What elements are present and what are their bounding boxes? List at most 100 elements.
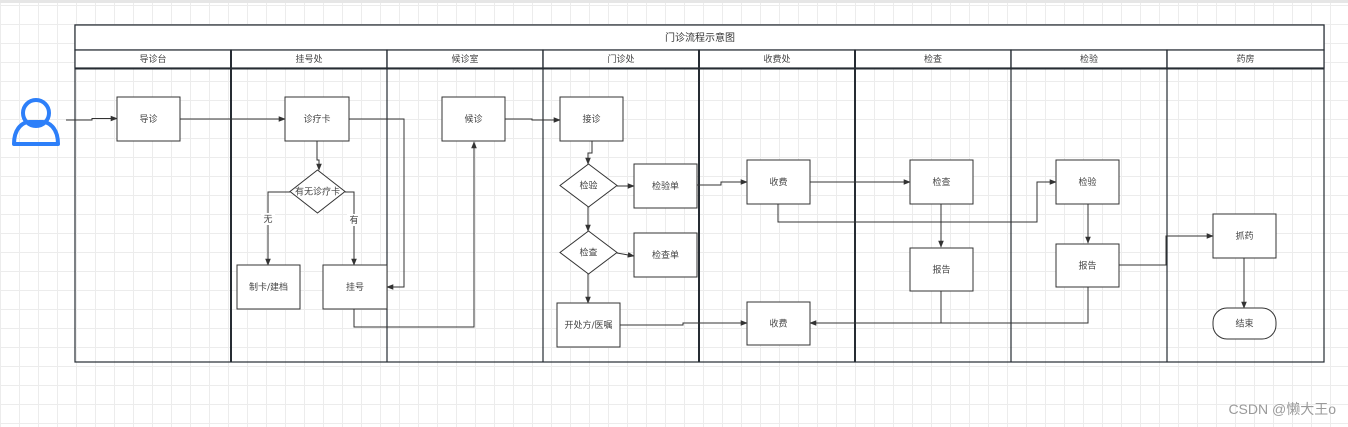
process-shape	[1055, 243, 1120, 288]
lane-register[interactable]: 挂号处	[230, 49, 388, 69]
node-label: 导诊	[139, 113, 157, 125]
node-d-lab[interactable]: 检验	[559, 163, 618, 208]
node-label: 报告	[932, 264, 950, 276]
process-shape	[116, 96, 181, 142]
node-label: 结束	[1235, 318, 1253, 330]
process-shape	[633, 232, 698, 278]
node-exam[interactable]: 检查	[909, 159, 974, 205]
lane-waiting[interactable]: 候诊室	[386, 49, 544, 69]
process-shape	[909, 159, 974, 205]
node-hascard[interactable]: 有无诊疗卡	[289, 169, 346, 214]
node-d-exam[interactable]: 检查	[559, 230, 618, 275]
process-shape	[556, 302, 621, 348]
lane-label: 检查	[924, 53, 942, 65]
node-end[interactable]: 结束	[1212, 307, 1277, 340]
process-shape	[322, 264, 388, 310]
edge-labreport-to-dispense[interactable]	[1119, 233, 1214, 266]
lane-lab[interactable]: 检验	[1010, 49, 1168, 69]
decision-shape	[289, 169, 346, 214]
process-shape	[746, 159, 811, 205]
node-label: 检验	[1078, 176, 1096, 188]
lane-label: 导诊台	[139, 53, 166, 65]
node-rx[interactable]: 开处方/医嘱	[556, 302, 621, 348]
edge-label-bg	[347, 214, 361, 226]
node-label: 报告	[1078, 260, 1096, 272]
node-examreport[interactable]: 报告	[909, 247, 974, 292]
node-labreport[interactable]: 报告	[1055, 243, 1120, 288]
edge-decision-to-makecard[interactable]	[265, 191, 290, 266]
edge-register-to-wait[interactable]	[353, 141, 477, 328]
node-label: 检查	[579, 247, 597, 259]
top-bar	[0, 0, 1348, 3]
edge-card-to-register[interactable]	[349, 118, 405, 290]
node-guide[interactable]: 导诊	[116, 96, 181, 142]
node-label: 检查单	[652, 249, 679, 261]
process-shape	[1212, 213, 1277, 259]
pool-title: 门诊流程示意图	[665, 31, 735, 44]
node-label: 检查	[932, 176, 950, 188]
node-label: 检验单	[652, 180, 679, 192]
watermark: CSDN @懒大王o	[1228, 401, 1336, 417]
lane-label: 候诊室	[451, 53, 478, 65]
pool-title-bar	[74, 24, 1325, 51]
node-label: 抓药	[1235, 230, 1253, 242]
process-shape	[236, 264, 301, 310]
edge-consult-to-dlab[interactable]	[585, 141, 593, 165]
node-label: 制卡/建档	[249, 281, 288, 293]
user-icon[interactable]	[12, 98, 60, 146]
edge-decision-to-register[interactable]	[345, 191, 357, 266]
edges	[66, 115, 1247, 328]
lane-guide[interactable]: 导诊台	[74, 49, 232, 69]
edge-actor-to-guide[interactable]	[66, 115, 118, 122]
lane-label: 药房	[1236, 53, 1254, 65]
swimlane-pool: 门诊流程示意图	[74, 24, 1325, 363]
process-shape	[1055, 159, 1120, 205]
node-consult[interactable]: 接诊	[559, 96, 624, 142]
lane-label: 收费处	[763, 53, 790, 65]
edge-rx-to-pay2[interactable]	[620, 320, 748, 326]
process-shape	[633, 163, 698, 209]
edge-wait-to-consult[interactable]	[505, 117, 561, 123]
swimlanes: 导诊台挂号处候诊室门诊处收费处检查检验药房	[74, 49, 1325, 362]
node-label: 开处方/医嘱	[564, 319, 612, 331]
node-pay2[interactable]: 收费	[746, 301, 811, 346]
nodes: 导诊诊疗卡有无诊疗卡制卡/建档挂号候诊接诊检验检验单检查检查单开处方/医嘱收费收…	[116, 96, 1277, 348]
decision-shape	[559, 163, 618, 208]
lane-pharmacy[interactable]: 药房	[1166, 49, 1325, 69]
node-examform[interactable]: 检查单	[633, 232, 698, 278]
node-dispense[interactable]: 抓药	[1212, 213, 1277, 259]
node-card[interactable]: 诊疗卡	[284, 96, 350, 142]
node-label: 有无诊疗卡	[295, 186, 340, 198]
node-pay1[interactable]: 收费	[746, 159, 811, 205]
node-register[interactable]: 挂号	[322, 264, 388, 310]
lane-exam[interactable]: 检查	[854, 49, 1012, 69]
lane-clinic[interactable]: 门诊处	[542, 49, 700, 69]
node-label: 候诊	[464, 113, 482, 125]
lane-label: 检验	[1080, 53, 1098, 65]
node-wait[interactable]: 候诊	[441, 96, 506, 142]
node-label: 收费	[769, 176, 787, 188]
edge-card-to-decision[interactable]	[316, 141, 322, 171]
process-shape	[909, 247, 974, 292]
edge-label-no: 无	[263, 214, 272, 225]
edge-label-bg	[261, 213, 275, 225]
node-lab[interactable]: 检验	[1055, 159, 1120, 205]
node-labform[interactable]: 检验单	[633, 163, 698, 209]
edge-dexam-to-examform[interactable]	[616, 252, 635, 258]
node-label: 收费	[769, 318, 787, 330]
edge-label-yes: 有	[349, 214, 358, 226]
lane-cashier[interactable]: 收费处	[698, 49, 856, 69]
process-shape	[746, 301, 811, 346]
decision-shape	[559, 230, 618, 275]
lane-label: 门诊处	[607, 53, 634, 65]
process-shape	[441, 96, 506, 142]
edge-reports-to-pay2[interactable]	[809, 287, 1089, 326]
terminator-shape	[1212, 307, 1277, 340]
node-makecard[interactable]: 制卡/建档	[236, 264, 301, 310]
node-label: 挂号	[346, 281, 364, 293]
process-shape	[284, 96, 350, 142]
edge-labform-to-pay1[interactable]	[697, 179, 748, 186]
edge-pay1-to-lab[interactable]	[777, 179, 1057, 223]
process-shape	[559, 96, 624, 142]
